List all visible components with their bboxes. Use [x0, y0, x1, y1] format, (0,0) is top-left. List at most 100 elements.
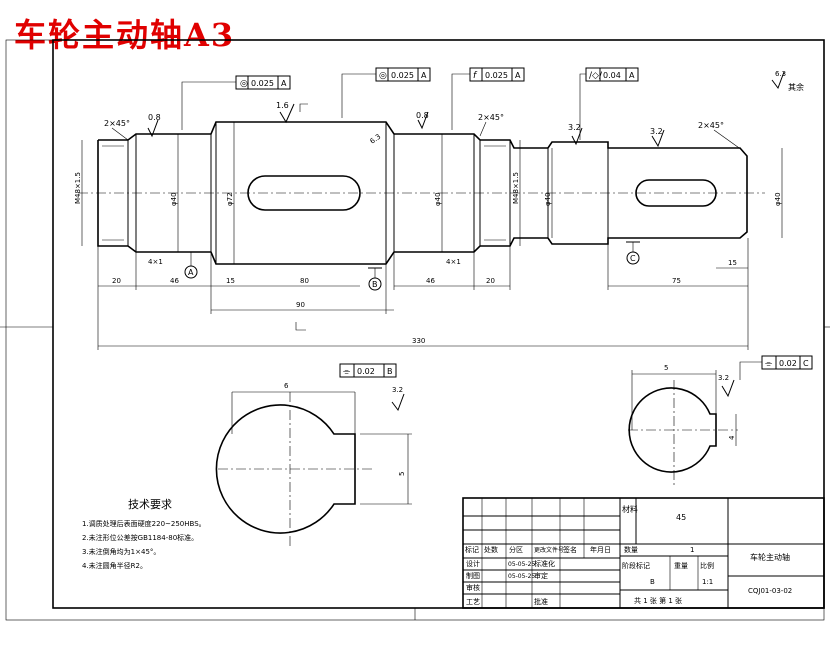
- section-view-left: 6 5 ⌯ 0.02 B 3.2: [215, 363, 412, 548]
- svg-text:3.2: 3.2: [392, 386, 403, 394]
- svg-text:年月日: 年月日: [590, 545, 611, 554]
- datum-a-marker: A: [184, 251, 198, 279]
- svg-text:审核: 审核: [466, 583, 480, 592]
- tech-requirement-item: 4.未注圆角半径R2。: [82, 561, 147, 570]
- tech-requirements-heading: 技术要求: [128, 498, 172, 511]
- svg-text:20: 20: [486, 277, 495, 285]
- svg-text:φ40: φ40: [774, 192, 782, 206]
- svg-text:M48×1.5: M48×1.5: [512, 172, 520, 204]
- svg-text:φ40: φ40: [544, 192, 552, 206]
- roughness-symbols: 0.8 1.6 0.8 3.2 3.2 6.3 其余 6.3: [147, 70, 804, 148]
- tech-requirement-item: 3.未注倒角均为1×45°。: [82, 547, 160, 556]
- svg-text:15: 15: [728, 259, 737, 267]
- svg-text:20: 20: [112, 277, 121, 285]
- svg-text:5: 5: [664, 364, 668, 372]
- svg-text:◎: ◎: [379, 71, 387, 81]
- svg-text:共 1 张 第 1 张: 共 1 张 第 1 张: [634, 596, 682, 605]
- tolerance-value: 0.04: [603, 71, 621, 80]
- title-block: 材料 45 标记 处数 分区 更改文件号 签名 年月日 设计 制图 审核 工艺 …: [462, 497, 825, 609]
- svg-text:签名: 签名: [563, 545, 577, 554]
- tech-requirement-item: 1.调质处理后表面硬度220~250HBS。: [82, 519, 206, 528]
- svg-text:更改文件号: 更改文件号: [534, 546, 564, 554]
- svg-text:重量: 重量: [674, 562, 688, 570]
- svg-text:φ40: φ40: [170, 192, 178, 206]
- datum-c-marker: C: [626, 241, 640, 265]
- svg-text:6.3: 6.3: [775, 70, 786, 78]
- svg-text:C: C: [803, 359, 809, 368]
- svg-text:A: A: [188, 268, 194, 277]
- tolerance-value: 0.025: [251, 79, 274, 88]
- drawing-title: 车轮主动轴A3: [14, 16, 236, 54]
- svg-text:工艺: 工艺: [466, 598, 480, 606]
- svg-text:数量: 数量: [624, 545, 638, 554]
- tolerance-frame-1: ◎ 0.025 A: [181, 75, 291, 130]
- svg-text:5: 5: [398, 472, 406, 476]
- svg-text:4×1: 4×1: [446, 258, 461, 266]
- tech-requirement-item: 2.未注形位公差按GB1184-80标准。: [82, 533, 198, 542]
- svg-text:15: 15: [226, 277, 235, 285]
- svg-text:标准化: 标准化: [534, 559, 555, 568]
- svg-text:C: C: [630, 254, 636, 263]
- datum-letter: A: [629, 71, 635, 80]
- datum-letter: A: [515, 71, 521, 80]
- svg-text:设计: 设计: [466, 559, 480, 568]
- svg-text:f: f: [473, 71, 478, 81]
- diameter-dimensions: M48×1.5 φ40 φ72 φ40 M48×1.5 φ40 φ40: [74, 122, 783, 264]
- svg-text:审定: 审定: [534, 571, 548, 580]
- svg-text:90: 90: [296, 301, 305, 309]
- section-view-right: 5 4 ⌯ 0.02 C 3.2: [628, 355, 813, 486]
- svg-text:车轮主动轴: 车轮主动轴: [750, 552, 790, 562]
- length-dimensions: 20 46 15 80 46 20 75 15 4×1 4×1 90 330: [97, 238, 749, 350]
- svg-text:3.2: 3.2: [718, 374, 729, 382]
- svg-text:/◇/: /◇/: [589, 71, 603, 81]
- svg-text:05-05-25: 05-05-25: [508, 573, 535, 580]
- tolerance-frame-4: /◇/ 0.04 A: [579, 67, 639, 140]
- svg-text:1.6: 1.6: [276, 101, 289, 110]
- svg-text:B: B: [387, 367, 393, 376]
- svg-text:6.3: 6.3: [369, 133, 383, 146]
- inner-border: [52, 39, 825, 609]
- svg-text:制图: 制图: [466, 571, 480, 580]
- svg-text:M48×1.5: M48×1.5: [74, 172, 82, 204]
- chamfer-label-3: 2×45°: [698, 121, 724, 130]
- svg-text:1: 1: [690, 546, 694, 554]
- svg-text:6: 6: [284, 382, 289, 390]
- svg-text:其余: 其余: [788, 82, 804, 92]
- svg-text:0.02: 0.02: [357, 367, 375, 376]
- svg-text:75: 75: [672, 277, 681, 285]
- svg-text:φ72: φ72: [226, 192, 234, 206]
- svg-text:CQJ01-03-02: CQJ01-03-02: [748, 587, 792, 595]
- svg-text:46: 46: [426, 277, 435, 285]
- svg-text:1:1: 1:1: [702, 578, 713, 586]
- svg-text:0.02: 0.02: [779, 359, 797, 368]
- svg-text:材料: 材料: [622, 504, 638, 514]
- chamfer-label-2: 2×45°: [478, 113, 504, 122]
- datum-letter: A: [421, 71, 427, 80]
- svg-text:⌯: ⌯: [343, 367, 351, 377]
- svg-text:4: 4: [728, 435, 736, 440]
- svg-text:阶段标记: 阶段标记: [622, 561, 650, 570]
- svg-text:批准: 批准: [534, 597, 548, 606]
- svg-text:45: 45: [676, 513, 686, 522]
- svg-text:B: B: [372, 280, 378, 289]
- svg-text:46: 46: [170, 277, 179, 285]
- svg-text:4×1: 4×1: [148, 258, 163, 266]
- svg-text:分区: 分区: [509, 545, 523, 554]
- svg-text:80: 80: [300, 277, 309, 285]
- tolerance-frame-2: ◎ 0.025 A: [341, 67, 431, 118]
- tolerance-value: 0.025: [485, 71, 508, 80]
- svg-text:05-05-25: 05-05-25: [508, 561, 535, 568]
- keyway-small: [635, 179, 717, 207]
- svg-text:处数: 处数: [484, 545, 498, 554]
- svg-text:⌯: ⌯: [765, 359, 773, 369]
- technical-requirements: 技术要求 1.调质处理后表面硬度220~250HBS。 2.未注形位公差按GB1…: [82, 498, 206, 570]
- tolerance-frame-3: f 0.025 A: [451, 67, 525, 130]
- svg-text:标记: 标记: [465, 545, 479, 554]
- svg-text:比例: 比例: [700, 561, 714, 570]
- keyway-large: [247, 175, 361, 211]
- svg-text:3.2: 3.2: [568, 123, 581, 132]
- svg-text:0.8: 0.8: [148, 113, 161, 122]
- svg-text:◎: ◎: [240, 79, 248, 89]
- chamfer-label-1: 2×45°: [104, 119, 130, 128]
